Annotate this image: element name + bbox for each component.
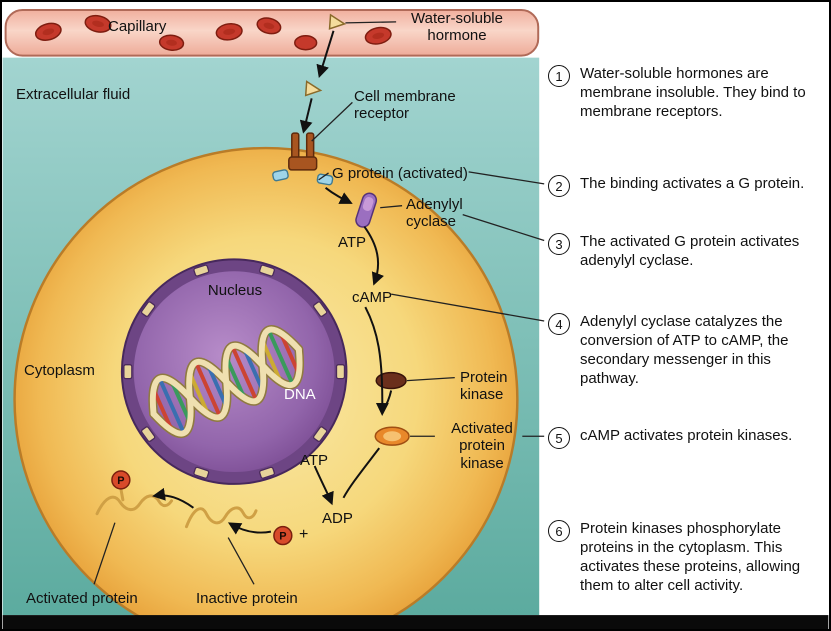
step-4-text: Adenylyl cyclase catalyzes the conversio… bbox=[580, 313, 789, 388]
step-5: 5 cAMP activates protein kinases. bbox=[548, 426, 824, 449]
activated-protein-shape bbox=[95, 494, 174, 516]
phosphate-p-label: P bbox=[279, 531, 286, 543]
step-6-number: 6 bbox=[548, 520, 570, 542]
phosphate-p-label-2: P bbox=[117, 475, 124, 487]
hormone-molecules bbox=[304, 13, 347, 97]
nucleus-body bbox=[120, 258, 348, 485]
step-2: 2 The binding activates a G protein. bbox=[548, 174, 824, 197]
step-6-text: Protein kinases phosphorylate proteins i… bbox=[580, 520, 801, 595]
g-protein-shape bbox=[272, 169, 334, 186]
protein-squiggles bbox=[95, 487, 258, 529]
step-1-text: Water-soluble hormones are membrane inso… bbox=[580, 65, 806, 121]
step-3: 3 The activated G protein activates aden… bbox=[548, 232, 824, 270]
step-3-number: 3 bbox=[548, 233, 570, 255]
step-3-text: The activated G protein activates adenyl… bbox=[580, 233, 800, 270]
bottom-bar bbox=[2, 615, 829, 629]
activated-protein-kinase-shape bbox=[374, 426, 410, 446]
step-5-number: 5 bbox=[548, 427, 570, 449]
nuclear-pores bbox=[123, 264, 346, 479]
adenylyl-cyclase-shape bbox=[355, 192, 378, 228]
step-2-text: The binding activates a G protein. bbox=[580, 175, 805, 192]
step-4: 4 Adenylyl cyclase catalyzes the convers… bbox=[548, 312, 824, 388]
step-2-number: 2 bbox=[548, 175, 570, 197]
capillary-vessel bbox=[4, 8, 540, 57]
step-1-number: 1 bbox=[548, 65, 570, 87]
step-6: 6 Protein kinases phosphorylate proteins… bbox=[548, 519, 824, 595]
dna-helix bbox=[148, 325, 305, 439]
step-1: 1 Water-soluble hormones are membrane in… bbox=[548, 64, 824, 121]
pathway-arrows bbox=[152, 30, 393, 535]
label-connector-lines bbox=[93, 21, 545, 585]
step-5-text: cAMP activates protein kinases. bbox=[580, 427, 793, 444]
red-blood-cells bbox=[34, 14, 392, 52]
inactive-protein-shape bbox=[184, 506, 258, 529]
step-4-number: 4 bbox=[548, 313, 570, 335]
protein-kinase-shape bbox=[375, 371, 407, 390]
phosphate-groups: P P bbox=[111, 470, 293, 546]
